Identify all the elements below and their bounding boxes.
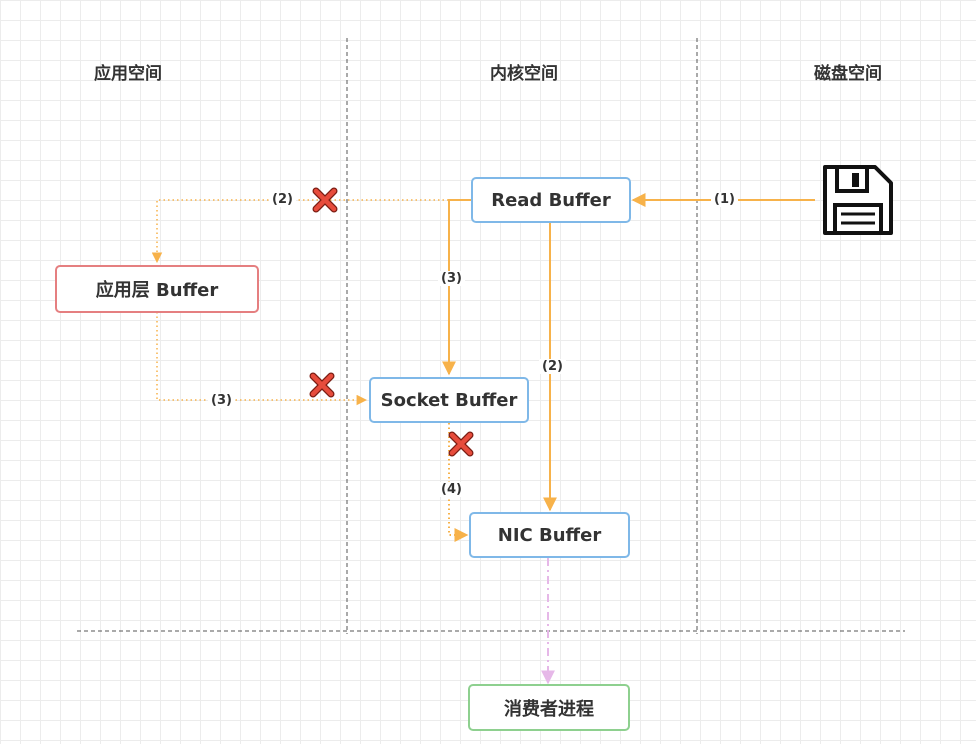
read-buffer-node: Read Buffer [471,177,631,223]
arrow-read-to-socket-buffer [442,199,471,376]
socket-buffer-node: Socket Buffer [369,377,529,423]
red-cross-icon [309,372,335,398]
red-cross-icon [448,431,474,457]
step-label-app-to-socket: (3) [208,393,235,408]
step-label-disk-to-read: (1) [711,192,738,207]
step-label-socket-to-nic: (4) [438,482,465,497]
nic-buffer-node: NIC Buffer [469,512,630,558]
app-buffer-node: 应用层 Buffer [55,265,259,313]
arrow-socket-to-nic-buffer [448,423,469,542]
region-label-app-space: 应用空间 [94,64,162,84]
step-label-read-to-nic: (2) [539,359,566,374]
floppy-disk-icon [823,165,893,235]
region-label-kernel-space: 内核空间 [490,64,558,84]
arrow-read-to-app-buffer [151,199,471,264]
step-label-read-to-app: (2) [269,192,296,207]
arrow-app-to-socket-buffer [156,312,368,406]
step-label-read-to-socket: (3) [438,271,465,286]
red-cross-icon [312,187,338,213]
region-label-disk-space: 磁盘空间 [814,64,882,84]
consumer-process-node: 消费者进程 [468,684,630,731]
